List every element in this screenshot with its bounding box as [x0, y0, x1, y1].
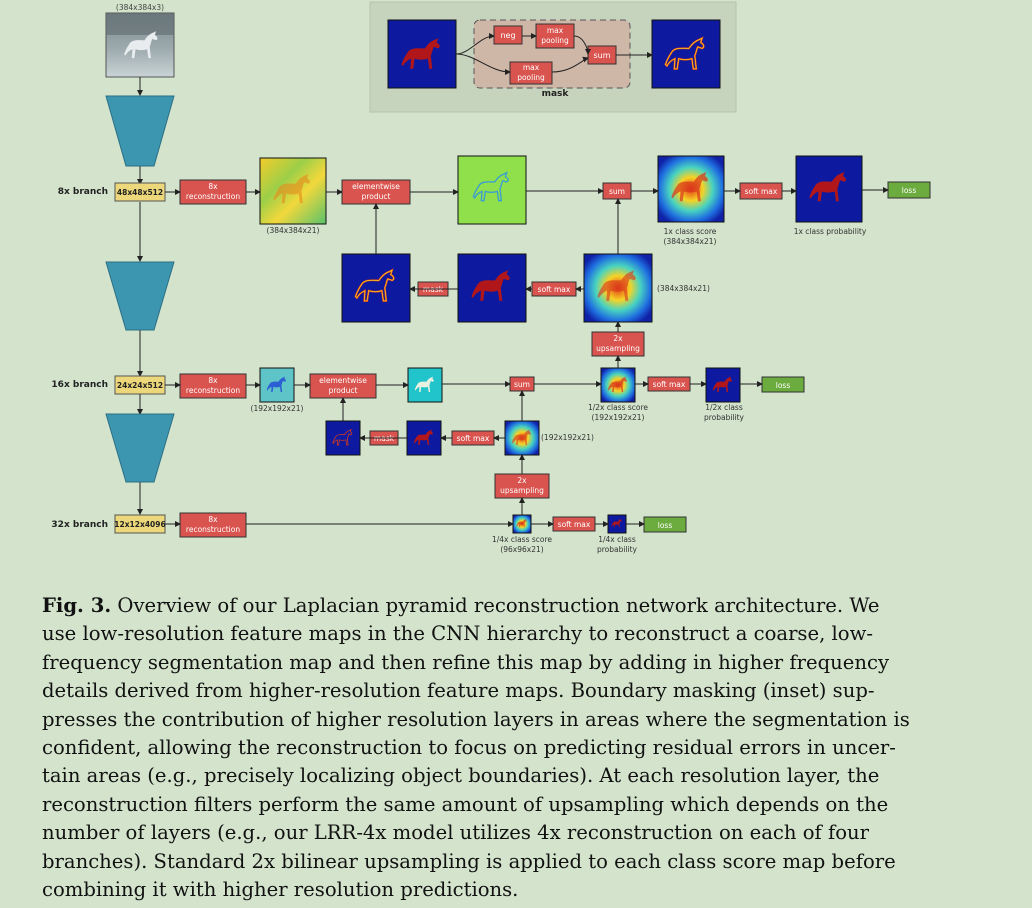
class-prob-map-1x: [795, 155, 863, 223]
upsampling-box-16x: [494, 473, 550, 499]
score-label-half: 1/2x class score: [588, 403, 648, 412]
recon-8x-line1: 8x: [208, 182, 218, 191]
caption-line: use low-resolution feature maps in the C…: [42, 622, 873, 646]
encoder-block-3: [105, 413, 175, 483]
input-dims-label: (384x384x3): [116, 3, 164, 12]
class-prob-map-quarter: [607, 514, 627, 534]
masked-map-8x: [457, 155, 527, 225]
encoder-block-1: [105, 95, 175, 167]
recon-16x-line1: 8x: [208, 376, 218, 385]
sum-label-8x: sum: [609, 187, 625, 196]
softmax2-label-16x: soft max: [457, 434, 490, 443]
figure-caption: Fig. 3. Overview of our Laplacian pyrami…: [42, 592, 942, 904]
inset-input-map: [387, 19, 457, 89]
recon-map-8x: [259, 157, 327, 225]
prob-label-half-line1: 1/2x class: [705, 403, 743, 412]
upscore-map-16x: [504, 420, 540, 456]
caption-line: branches). Standard 2x bilinear upsampli…: [42, 849, 896, 873]
upsampling-16x-line1: 2x: [517, 476, 527, 485]
inset-output-map: [651, 19, 721, 89]
inset-sum-label: sum: [593, 51, 610, 60]
prob-label-quarter-line1: 1/4x class: [598, 535, 636, 544]
caption-line: reconstruction filters perform the same …: [42, 792, 889, 816]
caption-line: Overview of our Laplacian pyramid recons…: [111, 594, 880, 617]
class-prob-map-half: [705, 367, 741, 403]
branch-16x: 16x branch 24x24x512 8x reconstruction (…: [51, 355, 805, 499]
softmax2-label-8x: soft max: [538, 285, 571, 294]
upscore-dims-16x: (192x192x21): [541, 433, 594, 442]
recon-8x-line2: reconstruction: [186, 192, 240, 201]
recon-dims-8x: (384x384x21): [267, 226, 320, 235]
feature-label-32x: 12x12x4096: [114, 520, 165, 529]
class-score-map-quarter: [512, 514, 532, 534]
caption-line: presses the contribution of higher resol…: [42, 707, 910, 731]
prob-label-quarter-line2: probability: [597, 545, 638, 554]
architecture-diagram: neg max pooling max pooling sum mask (38…: [51, 1, 931, 554]
neg-label: neg: [500, 31, 515, 40]
recon-32x-line2: reconstruction: [186, 525, 240, 534]
input-image: [105, 12, 175, 78]
max-pooling-2-line1: max: [523, 63, 540, 72]
softmax-label-16x: soft max: [653, 380, 686, 389]
recon-map-16x: [259, 367, 295, 403]
softmax-label-32x: soft max: [558, 520, 591, 529]
masked-map-16x: [407, 367, 443, 403]
score-label-quarter: 1/4x class score: [492, 535, 552, 544]
caption-line: frequency segmentation map and then refi…: [42, 650, 890, 674]
sum-label-16x: sum: [514, 380, 530, 389]
recon-box-32x: [179, 512, 247, 538]
upsampling-8x-line2: upsampling: [596, 344, 640, 353]
score-dims-half: (192x192x21): [592, 413, 645, 422]
class-score-map-half: [600, 367, 636, 403]
elementwise-16x-line1: elementwise: [319, 376, 367, 385]
recon-box-8x: [179, 179, 247, 205]
prob-label-1x: 1x class probability: [794, 227, 867, 236]
branch-32x-label: 32x branch: [51, 520, 108, 530]
elementwise-8x-line1: elementwise: [352, 182, 400, 191]
max-pooling-1-line2: pooling: [541, 36, 569, 45]
loss-label-8x: loss: [902, 186, 917, 195]
mask-map-8x: [341, 253, 411, 323]
boundary-mask-inset: neg max pooling max pooling sum mask: [369, 1, 737, 113]
class-score-map-1x: [657, 155, 725, 223]
softmax-label-8x: soft max: [745, 187, 778, 196]
caption-line: tain areas (e.g., precisely localizing o…: [42, 764, 880, 788]
max-pooling-1-line1: max: [547, 26, 564, 35]
prob-label-half-line2: probability: [704, 413, 745, 422]
recon-32x-line1: 8x: [208, 515, 218, 524]
caption-line: number of layers (e.g., our LRR-4x model…: [42, 821, 870, 845]
prob-map-upsampled-8x: [457, 253, 527, 323]
score-dims-quarter: (96x96x21): [500, 545, 543, 554]
branch-16x-label: 16x branch: [51, 380, 108, 390]
branch-8x-label: 8x branch: [58, 187, 108, 197]
feature-label-8x: 48x48x512: [117, 188, 163, 197]
max-pooling-2-line2: pooling: [517, 73, 545, 82]
feature-label-16x: 24x24x512: [117, 381, 163, 390]
prob-map-upsampled-16x: [406, 420, 442, 456]
score-dims-1x: (384x384x21): [664, 237, 717, 246]
upscore-dims-8x: (384x384x21): [657, 284, 710, 293]
elementwise-8x-line2: product: [362, 192, 391, 201]
mask-map-16x: [325, 420, 361, 456]
caption-line: combining it with higher resolution pred…: [42, 878, 519, 902]
upscore-map-8x: [583, 253, 653, 323]
upsampling-16x-line2: upsampling: [500, 486, 544, 495]
caption-label: Fig. 3.: [42, 594, 112, 617]
loss-label-32x: loss: [658, 521, 673, 530]
recon-dims-16x: (192x192x21): [251, 404, 304, 413]
loss-label-16x: loss: [776, 381, 791, 390]
elementwise-16x-line2: product: [329, 386, 358, 395]
caption-line: details derived from higher-resolution f…: [42, 679, 875, 703]
upsampling-8x-line1: 2x: [613, 334, 623, 343]
score-label-1x: 1x class score: [664, 227, 717, 236]
branch-8x: 8x branch 48x48x512 8x reconstruction (3…: [58, 155, 931, 357]
branch-32x: 32x branch 12x12x4096 8x reconstruction …: [51, 497, 687, 554]
caption-line: confident, allowing the reconstruction t…: [42, 736, 896, 760]
encoder-block-2: [105, 261, 175, 331]
inset-mask-caption: mask: [542, 89, 570, 99]
recon-16x-line2: reconstruction: [186, 386, 240, 395]
